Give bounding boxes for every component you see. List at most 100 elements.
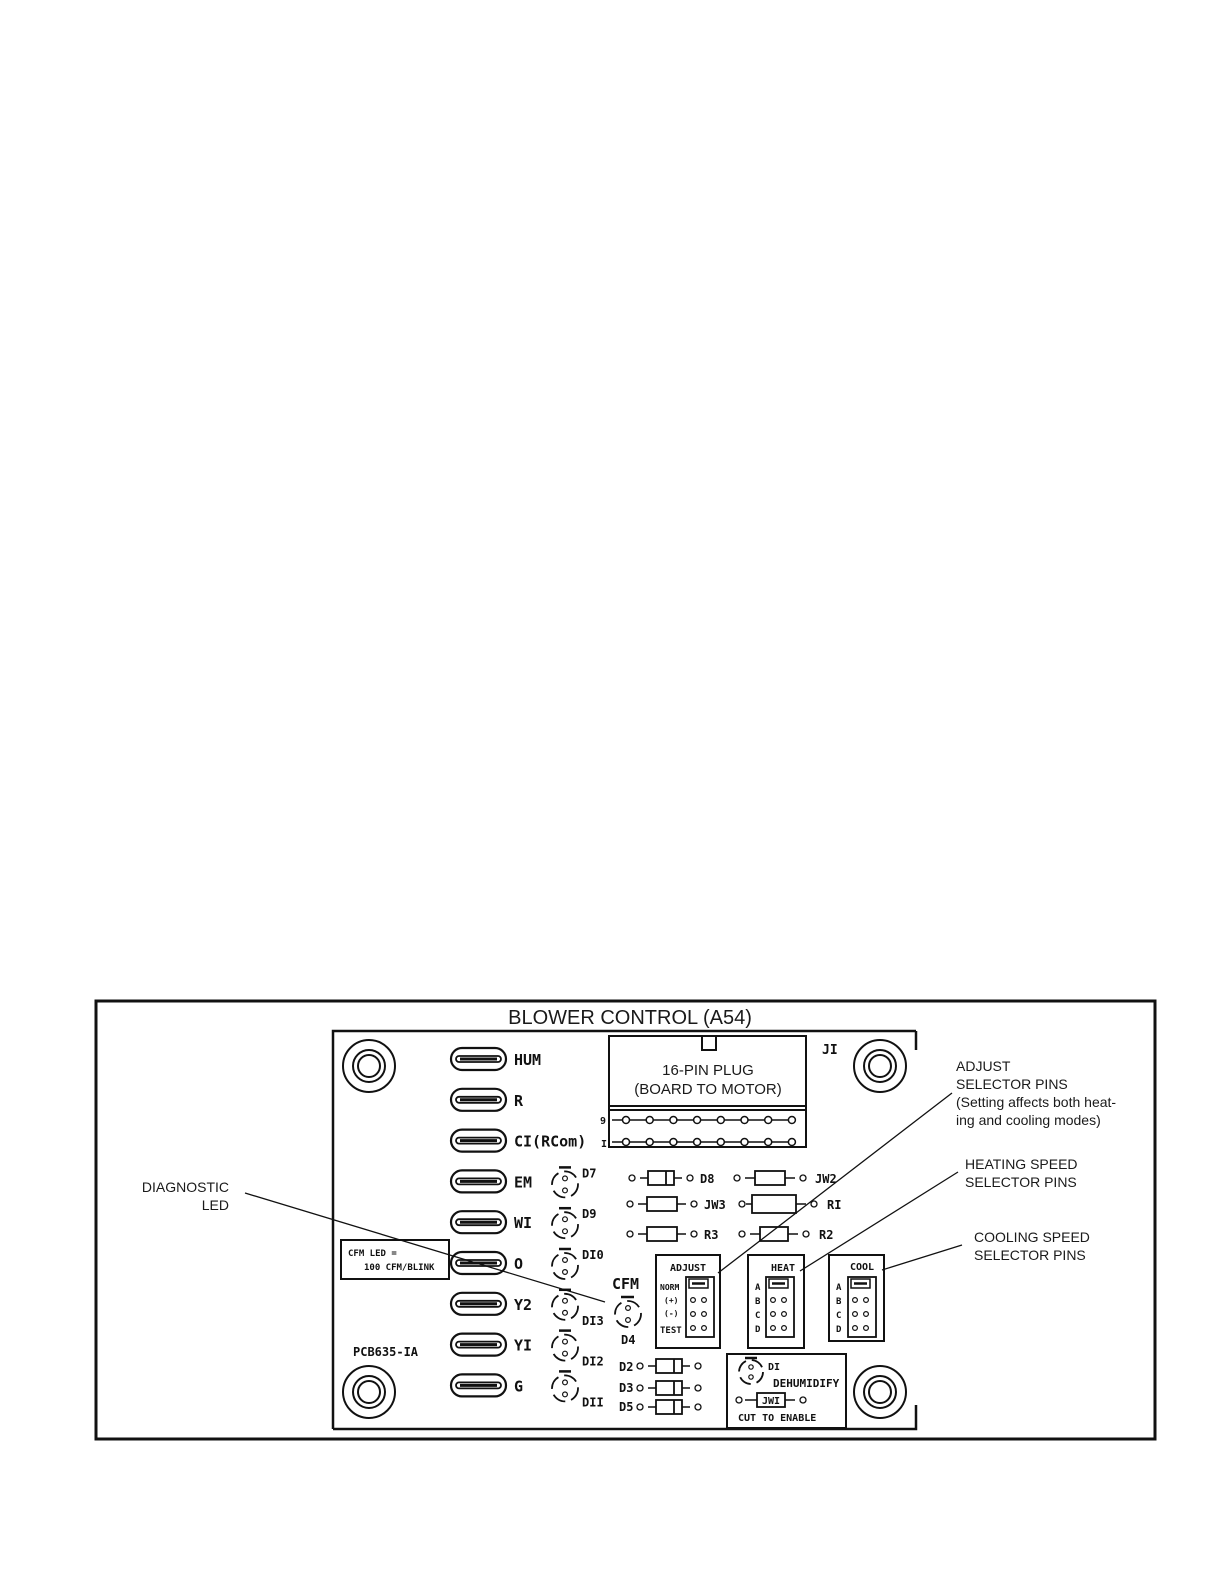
terminal-1: R (449, 1087, 524, 1112)
label-d5: D5 (619, 1400, 633, 1414)
dehumidify-label: DEHUMIDIFY (773, 1377, 840, 1390)
heat-selector-block: HEAT A B C D (747, 1254, 805, 1349)
plug-label-line1: 16-PIN PLUG (662, 1062, 754, 1079)
callout-adjust-line3: (Setting affects both heat- (956, 1094, 1116, 1110)
terminal-led-ref-4: D9 (582, 1207, 596, 1221)
label-r1: RI (827, 1198, 841, 1212)
adjust-row-test: TEST (660, 1326, 682, 1336)
cool-block-title: COOL (850, 1262, 874, 1273)
component-r2 (738, 1226, 810, 1242)
adjust-selector-block: ADJUST NORM (+) (-) TEST (655, 1254, 721, 1349)
component-jw3 (626, 1196, 698, 1212)
cfm-note-line1: CFM LED = (348, 1249, 397, 1259)
heat-row-c: C (755, 1311, 760, 1321)
callout-heating-line2: SELECTOR PINS (965, 1174, 1077, 1190)
cool-row-a: A (836, 1283, 842, 1293)
cool-row-c: C (836, 1311, 841, 1321)
terminal-label-4: WI (514, 1214, 532, 1232)
component-jw2 (733, 1170, 807, 1186)
label-r3: R3 (704, 1228, 718, 1242)
component-r1 (738, 1194, 818, 1214)
dehumidify-note: CUT TO ENABLE (738, 1413, 816, 1424)
plug-pin-1-label: I (601, 1139, 607, 1150)
cfm-led (614, 1295, 642, 1328)
cfm-note-box (340, 1239, 450, 1280)
callout-cooling-line2: SELECTOR PINS (974, 1247, 1086, 1263)
terminal-8: G DII (449, 1370, 604, 1409)
dehumidify-jumper-label: JWI (762, 1396, 780, 1407)
callout-adjust-pins: ADJUST SELECTOR PINS (Setting affects bo… (717, 1058, 1116, 1274)
cfm-led-ref: D4 (621, 1333, 635, 1347)
dehumidify-led-ref: DI (768, 1362, 780, 1373)
terminal-led-ref-3: D7 (582, 1166, 596, 1180)
cool-selector-block: COOL A B C D (828, 1254, 885, 1342)
diagram-title: BLOWER CONTROL (A54) (508, 1007, 752, 1029)
heat-row-a: A (755, 1283, 761, 1293)
cfm-note-line2: 100 CFM/BLINK (364, 1263, 435, 1273)
label-d8: D8 (700, 1172, 714, 1186)
terminal-label-6: Y2 (514, 1296, 532, 1314)
callout-heating-pins: HEATING SPEED SELECTOR PINS (799, 1156, 1078, 1272)
cool-row-d: D (836, 1325, 842, 1335)
label-jw2: JW2 (815, 1172, 837, 1186)
terminal-4: WI D9 (449, 1206, 596, 1240)
component-d8 (628, 1170, 694, 1186)
callout-adjust-line1: ADJUST (956, 1058, 1011, 1074)
board-outline (331, 1029, 916, 1429)
terminal-led-7 (551, 1329, 579, 1362)
terminal-label-3: EM (514, 1173, 532, 1191)
plug-pin-9-label: 9 (600, 1116, 606, 1127)
terminal-led-4 (551, 1206, 579, 1240)
adjust-row-plus: (+) (664, 1296, 678, 1305)
sixteen-pin-plug: 16-PIN PLUG (BOARD TO MOTOR) 9 I (600, 1035, 807, 1150)
component-r3 (626, 1226, 698, 1242)
terminal-led-6 (551, 1288, 579, 1321)
heat-row-d: D (755, 1325, 761, 1335)
label-jw3: JW3 (704, 1198, 726, 1212)
callout-cooling-pins: COOLING SPEED SELECTOR PINS (881, 1229, 1090, 1271)
cool-row-b: B (836, 1297, 842, 1307)
mounting-hole-top-right (853, 1039, 907, 1093)
adjust-block-title: ADJUST (670, 1263, 706, 1274)
mounting-hole-bottom-right (853, 1365, 907, 1419)
callout-adjust-line4: ing and cooling modes) (956, 1112, 1101, 1128)
terminal-led-3 (551, 1166, 579, 1199)
terminal-led-8 (551, 1370, 579, 1403)
adjust-row-minus: (-) (664, 1309, 678, 1318)
adjust-row-norm: NORM (660, 1283, 679, 1292)
plug-label-line2: (BOARD TO MOTOR) (634, 1081, 782, 1098)
terminal-label-2: CI(RCom) (514, 1133, 586, 1151)
terminal-label-1: R (514, 1092, 524, 1110)
bottom-diodes (636, 1358, 702, 1415)
terminal-label-8: G (514, 1377, 523, 1395)
label-r2: R2 (819, 1228, 833, 1242)
callout-heating-line1: HEATING SPEED (965, 1156, 1078, 1172)
callout-diagnostic-line2: LED (202, 1197, 229, 1213)
terminal-3: EM D7 (449, 1166, 596, 1199)
heat-row-b: B (755, 1297, 761, 1307)
callout-adjust-line2: SELECTOR PINS (956, 1076, 1068, 1092)
outer-frame (94, 999, 1157, 1441)
label-d2: D2 (619, 1360, 633, 1374)
terminal-led-5 (551, 1247, 579, 1280)
mounting-hole-bottom-left (342, 1365, 396, 1419)
terminal-led-ref-8: DII (582, 1395, 604, 1409)
dehumidify-box: DI DEHUMIDIFY JWI CUT TO ENABLE (726, 1353, 847, 1429)
terminal-0: HUM (449, 1046, 541, 1072)
label-d3: D3 (619, 1381, 633, 1395)
board-id: PCB635-IA (353, 1345, 419, 1359)
terminal-2: CI(RCom) (449, 1128, 586, 1153)
terminal-label-0: HUM (514, 1051, 541, 1069)
cfm-label: CFM (612, 1275, 639, 1293)
heat-block-title: HEAT (771, 1263, 795, 1274)
terminal-led-ref-7: DI2 (582, 1355, 604, 1369)
plug-ref-label: JI (822, 1043, 838, 1058)
callout-diagnostic-led: DIAGNOSTIC LED (142, 1179, 606, 1303)
terminal-label-5: O (514, 1255, 523, 1273)
callout-cooling-line1: COOLING SPEED (974, 1229, 1090, 1245)
